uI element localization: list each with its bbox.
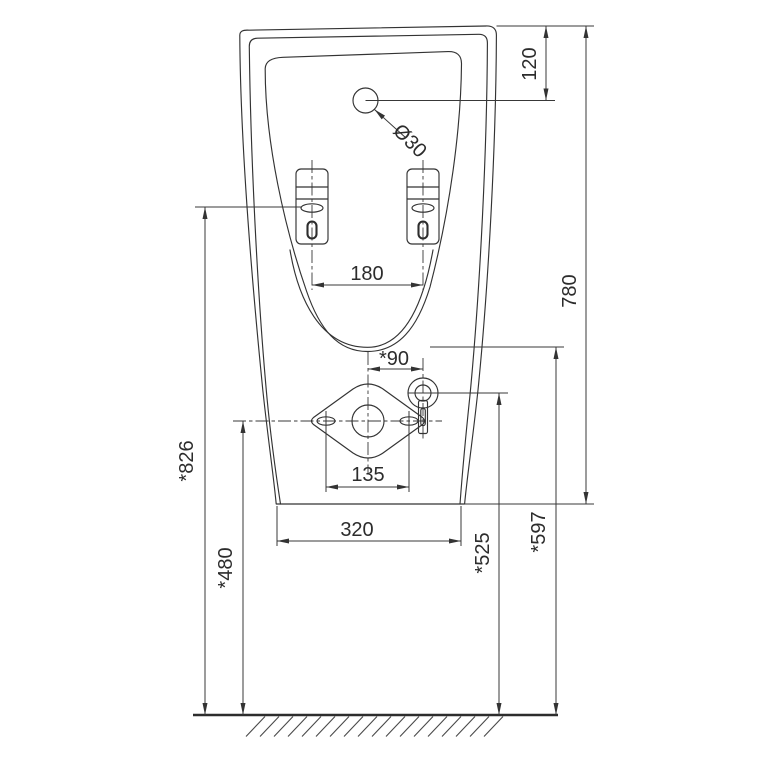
dim-overall-height: 780 bbox=[464, 25, 594, 505]
bracket-slot-vertical bbox=[306, 220, 318, 240]
dim-flange-bolt-spacing: 135 bbox=[325, 411, 410, 492]
body-rim-line bbox=[248, 33, 488, 505]
dim-floor-to-inlet: *525 bbox=[408, 392, 508, 715]
dim-label-780: 780 bbox=[559, 274, 581, 307]
hole-diameter-callout: Ø30 bbox=[374, 109, 431, 162]
floor bbox=[193, 713, 558, 737]
dim-label-120: 120 bbox=[519, 47, 541, 80]
basin-inner-line bbox=[289, 249, 434, 348]
dim-label-525: *525 bbox=[472, 532, 494, 573]
bracket-slot-vertical bbox=[417, 220, 429, 240]
flange-outline bbox=[310, 383, 426, 459]
mounting-bracket-right bbox=[406, 160, 440, 290]
basin-opening-outline bbox=[264, 51, 463, 353]
dim-top-to-hole: 120 bbox=[365, 26, 555, 101]
dim-label-826: *826 bbox=[176, 440, 198, 481]
dim-label-90: *90 bbox=[379, 348, 409, 370]
dim-bracket-spacing: 180 bbox=[312, 263, 423, 288]
dim-floor-to-bowl: *597 bbox=[430, 346, 564, 715]
dim-base-width: 320 bbox=[276, 506, 462, 546]
bracket-slot-horizontal bbox=[411, 203, 435, 213]
dim-label-597: *597 bbox=[528, 511, 550, 552]
bracket-slot-horizontal bbox=[300, 203, 324, 213]
dim-floor-to-outlet: *480 bbox=[215, 421, 246, 715]
leader-line bbox=[374, 109, 407, 139]
floor-hatching bbox=[245, 716, 504, 737]
dim-floor-to-bracket: *826 bbox=[176, 206, 302, 715]
dim-label-320: 320 bbox=[340, 519, 373, 541]
mounting-bracket-left bbox=[295, 160, 329, 290]
inlet-fitting bbox=[407, 358, 439, 440]
dim-label-480: *480 bbox=[215, 547, 237, 588]
bracket-outline bbox=[406, 168, 440, 245]
flange-center-hole bbox=[351, 404, 385, 438]
dim-center-to-inlet: *90 bbox=[368, 348, 423, 372]
hole-diameter-label: Ø30 bbox=[388, 120, 430, 162]
inlet-tab-inner bbox=[420, 407, 426, 427]
dim-label-135: 135 bbox=[351, 464, 384, 486]
inlet-tab-outer bbox=[417, 399, 429, 435]
dim-label-180: 180 bbox=[350, 263, 383, 285]
